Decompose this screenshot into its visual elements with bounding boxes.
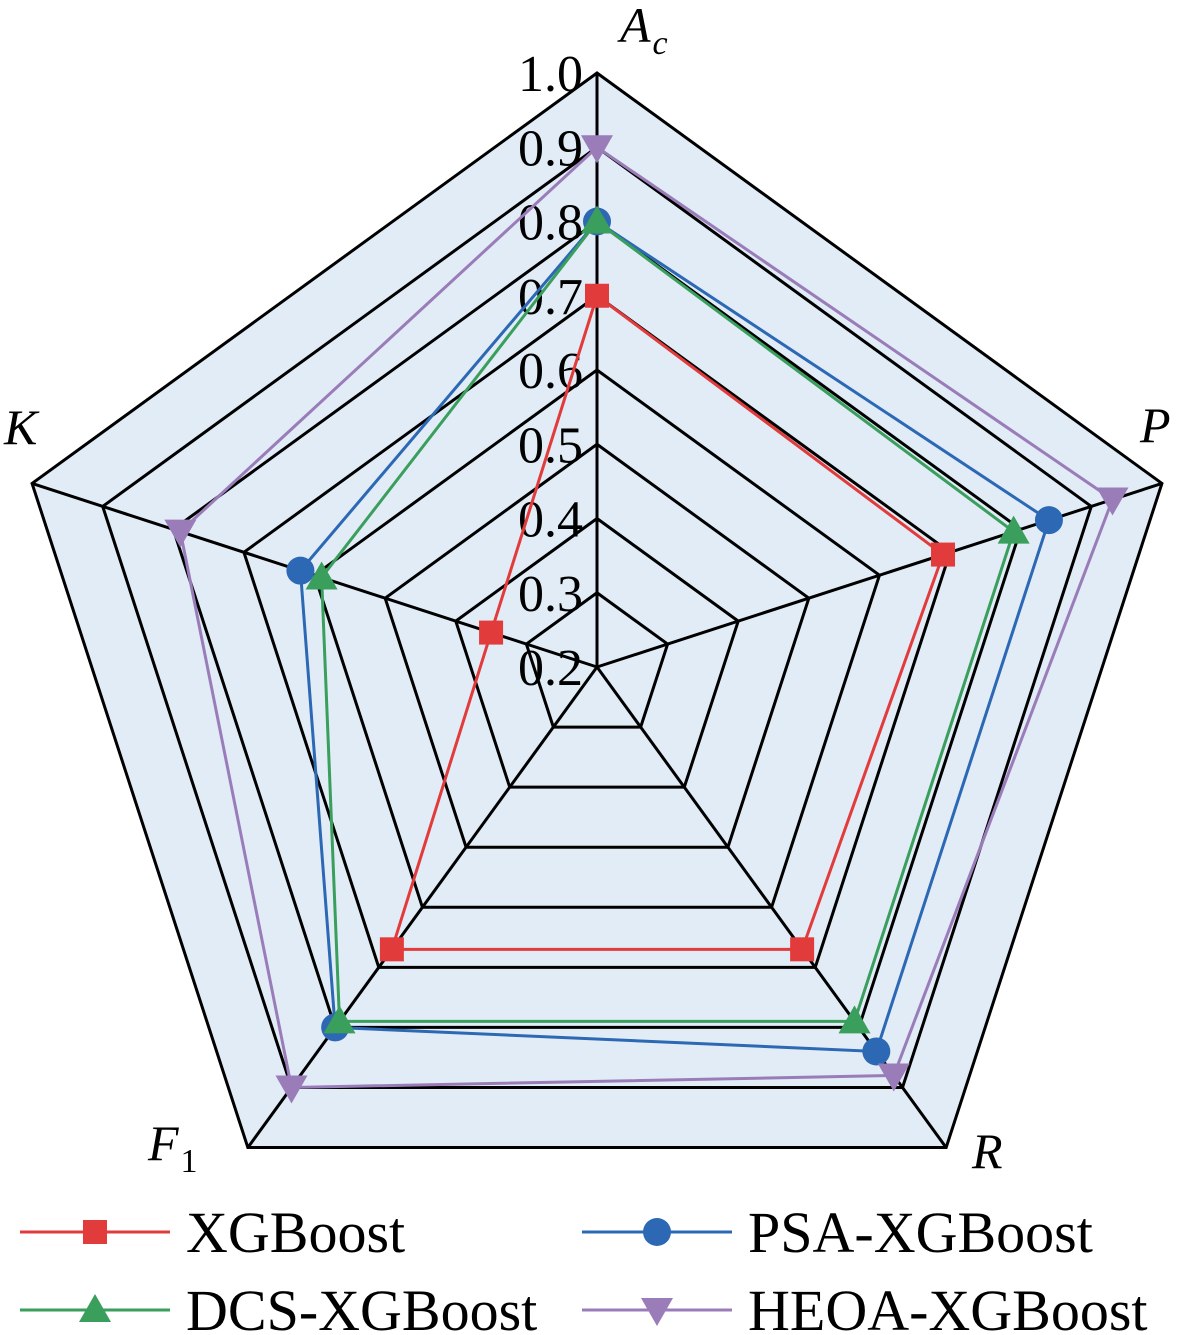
- axis-spoke: [246, 666, 599, 1149]
- grid-ring: [30, 71, 1164, 1150]
- legend-label: PSA-XGBoost: [748, 1200, 1093, 1265]
- data-point: [877, 1063, 910, 1092]
- axis-label: Ac: [617, 0, 668, 62]
- legend-marker: [83, 1220, 107, 1244]
- tick-label: 0.2: [518, 640, 583, 697]
- data-point: [323, 1005, 356, 1034]
- data-point: [931, 542, 956, 567]
- tick-label: 0.8: [518, 195, 583, 252]
- legend-label: HEOA-XGBoost: [748, 1278, 1148, 1335]
- grid-ring: [454, 516, 740, 789]
- legend-item: PSA-XGBoost: [582, 1200, 1093, 1265]
- legend-marker: [643, 1218, 671, 1246]
- grid-ring: [383, 442, 811, 849]
- data-point: [164, 519, 197, 548]
- series-xgboost: [379, 283, 956, 962]
- legend-marker: [641, 1298, 673, 1326]
- tick-label: 0.3: [518, 566, 583, 623]
- data-point: [305, 561, 338, 590]
- data-point: [286, 556, 315, 585]
- data-point: [581, 205, 613, 234]
- tick-label: 0.4: [518, 492, 583, 549]
- tick-label: 0.9: [518, 120, 583, 177]
- legend-label: XGBoost: [186, 1200, 405, 1265]
- data-point: [1096, 487, 1129, 516]
- axis-label: R: [971, 1123, 1003, 1179]
- legend-label: DCS-XGBoost: [186, 1278, 537, 1335]
- grid-ring: [171, 219, 1023, 1029]
- axis-label: K: [3, 399, 40, 455]
- data-point: [479, 620, 504, 645]
- grid-ring: [312, 368, 882, 909]
- legend-item: DCS-XGBoost: [20, 1278, 537, 1335]
- tick-label: 1.0: [518, 46, 583, 103]
- series-line: [320, 219, 1016, 1023]
- grid-ring: [100, 145, 1094, 1089]
- data-point: [379, 937, 404, 962]
- legend-marker: [79, 1294, 111, 1322]
- series-dcs-xgboost: [305, 205, 1030, 1034]
- data-point: [790, 937, 815, 962]
- data-point: [997, 515, 1030, 544]
- legend-item: XGBoost: [20, 1200, 405, 1265]
- data-point: [1034, 506, 1063, 535]
- data-point: [862, 1037, 891, 1066]
- series-line: [389, 293, 945, 951]
- axis-label: P: [1139, 397, 1171, 453]
- series-line: [178, 145, 1115, 1090]
- series-line: [298, 219, 1051, 1053]
- axis-spoke: [596, 482, 1163, 669]
- grid-ring: [242, 293, 952, 969]
- series-heoa-xgboost: [164, 135, 1129, 1104]
- data-point: [585, 283, 609, 308]
- data-point: [581, 135, 613, 164]
- grid-ring: [524, 590, 670, 729]
- axis-label: F1: [147, 1115, 198, 1180]
- data-point: [275, 1075, 308, 1104]
- legend-item: HEOA-XGBoost: [582, 1278, 1148, 1335]
- data-point: [838, 1005, 871, 1034]
